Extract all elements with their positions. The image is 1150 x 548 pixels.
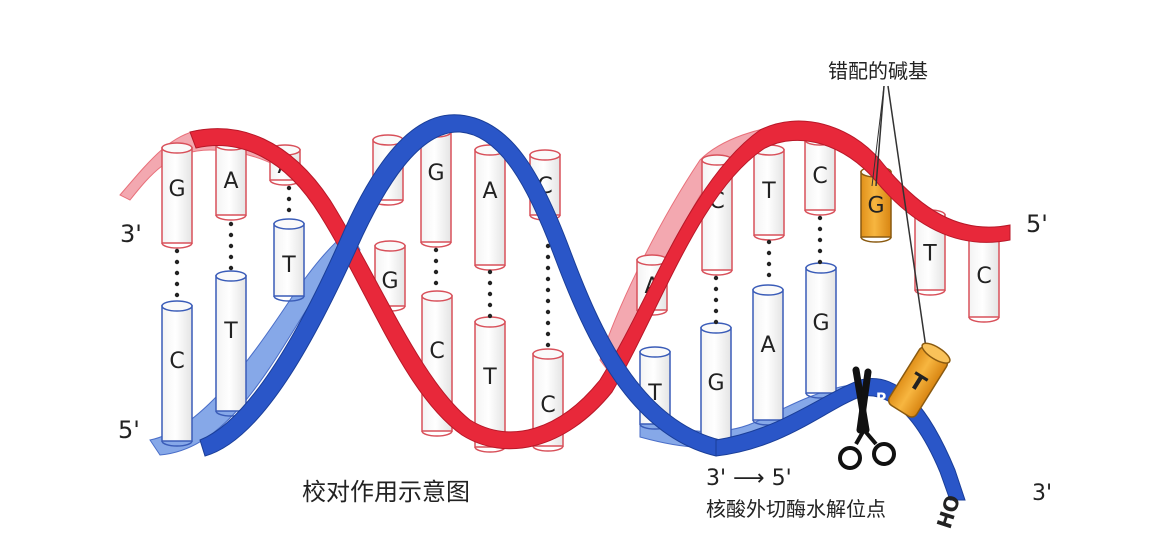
hydrogen-bond-dot bbox=[433, 247, 439, 253]
hydrogen-bond-dot bbox=[766, 261, 772, 267]
base-letter: G bbox=[381, 269, 398, 294]
bottom-base-8: G bbox=[700, 322, 732, 446]
phosphate-label: P bbox=[876, 391, 886, 407]
base-letter: A bbox=[760, 333, 775, 358]
label-3prime-left: 3' bbox=[120, 220, 142, 248]
hydrogen-bond-dot bbox=[433, 258, 439, 264]
hydrogen-bond-dot bbox=[713, 297, 719, 303]
hydrogen-bond-dot bbox=[433, 280, 439, 286]
pointer-line-2 bbox=[887, 85, 927, 349]
pointer-line-3 bbox=[871, 85, 885, 187]
hydrogen-bond-dot bbox=[545, 287, 551, 293]
base-letter: G bbox=[168, 177, 185, 202]
hydrogen-bond-dot bbox=[487, 313, 493, 319]
hydrogen-bond-dot bbox=[545, 254, 551, 260]
hydrogen-bond-dot bbox=[487, 291, 493, 297]
hydrogen-bond-dot bbox=[817, 226, 823, 232]
hydrogen-bond-dot bbox=[766, 272, 772, 278]
label-5prime-right: 5' bbox=[1026, 210, 1048, 238]
base-letter: C bbox=[540, 393, 555, 418]
base-letter: G bbox=[427, 161, 444, 186]
top-base-0: G bbox=[161, 142, 193, 249]
bottom-base-9: A bbox=[752, 284, 784, 426]
base-letter: T bbox=[482, 365, 497, 390]
hydrogen-bond-dot bbox=[713, 308, 719, 314]
hydrogen-bond-dot bbox=[487, 280, 493, 286]
hydrogen-bond-dot bbox=[545, 342, 551, 348]
base-letter: G bbox=[867, 194, 884, 219]
caption: 校对作用示意图 bbox=[302, 478, 470, 506]
exonuclease-label: 核酸外切酶水解位点 bbox=[706, 497, 886, 521]
hydrogen-bond-dot bbox=[545, 320, 551, 326]
excised-base-t: T bbox=[887, 342, 951, 418]
bottom-base-0: C bbox=[161, 300, 193, 447]
mismatch-label: 错配的碱基 bbox=[828, 59, 928, 83]
hydrogen-bond-dot bbox=[286, 185, 292, 191]
base-letter: A bbox=[482, 179, 497, 204]
base-letter: C bbox=[812, 164, 827, 189]
hydrogen-bond-dot bbox=[228, 243, 234, 249]
hydrogen-bond-dot bbox=[817, 259, 823, 265]
base-letter: G bbox=[707, 371, 724, 396]
hydrogen-bond-dot bbox=[817, 237, 823, 243]
hydrogen-bond-dot bbox=[228, 265, 234, 271]
base-letter: T bbox=[922, 242, 937, 267]
hydrogen-bond-dot bbox=[286, 196, 292, 202]
base-letter: T bbox=[223, 319, 238, 344]
base-letter: C bbox=[976, 264, 991, 289]
hydrogen-bond-dot bbox=[766, 250, 772, 256]
label-5prime-left: 5' bbox=[118, 416, 140, 444]
hydrogen-bonds bbox=[174, 185, 823, 348]
hydrogen-bond-dot bbox=[174, 259, 180, 265]
direction-label: 3' ⟶ 5' bbox=[706, 466, 792, 491]
bottom-base-2: T bbox=[273, 218, 305, 302]
hydrogen-bond-dot bbox=[545, 331, 551, 337]
top-base-5: A bbox=[474, 144, 506, 271]
hydrogen-bond-dot bbox=[286, 207, 292, 213]
hydrogen-bond-dot bbox=[433, 269, 439, 275]
hydrogen-bond-dot bbox=[545, 276, 551, 282]
top-base-9: T bbox=[753, 144, 785, 241]
hydrogen-bond-dot bbox=[817, 215, 823, 221]
scissors-icon bbox=[838, 366, 896, 470]
hydrogen-bond-dot bbox=[545, 243, 551, 249]
base-letter: T bbox=[281, 253, 296, 278]
hydrogen-bond-dot bbox=[228, 232, 234, 238]
base-letter: C bbox=[169, 349, 184, 374]
bottom-base-1: T bbox=[215, 270, 247, 417]
hydrogen-bond-dot bbox=[713, 275, 719, 281]
hydrogen-bond-dot bbox=[174, 248, 180, 254]
hydrogen-bond-dot bbox=[174, 281, 180, 287]
base-letter: T bbox=[761, 179, 776, 204]
hydrogen-bond-dot bbox=[487, 302, 493, 308]
pointer-line-1 bbox=[875, 85, 885, 187]
red-strand-front bbox=[189, 120, 1011, 450]
base-letter: A bbox=[223, 169, 238, 194]
hydrogen-bond-dot bbox=[174, 292, 180, 298]
label-3prime-right: 3' bbox=[1032, 481, 1052, 506]
hydrogen-bond-dot bbox=[713, 286, 719, 292]
oh-label: HO bbox=[932, 492, 965, 532]
hydrogen-bond-dot bbox=[487, 269, 493, 275]
top-base-1: A bbox=[215, 139, 247, 221]
hydrogen-bond-dot bbox=[817, 248, 823, 254]
hydrogen-bond-dot bbox=[766, 239, 772, 245]
base-letter: G bbox=[812, 311, 829, 336]
hydrogen-bond-dot bbox=[228, 254, 234, 260]
hydrogen-bond-dot bbox=[545, 298, 551, 304]
hydrogen-bond-dot bbox=[713, 319, 719, 325]
hydrogen-bond-dot bbox=[545, 309, 551, 315]
hydrogen-bond-dot bbox=[174, 270, 180, 276]
bottom-base-10: G bbox=[805, 262, 837, 399]
hydrogen-bond-dot bbox=[545, 265, 551, 271]
hydrogen-bond-dot bbox=[228, 221, 234, 227]
base-letter: C bbox=[429, 339, 444, 364]
top-base-13: C bbox=[968, 229, 1000, 323]
